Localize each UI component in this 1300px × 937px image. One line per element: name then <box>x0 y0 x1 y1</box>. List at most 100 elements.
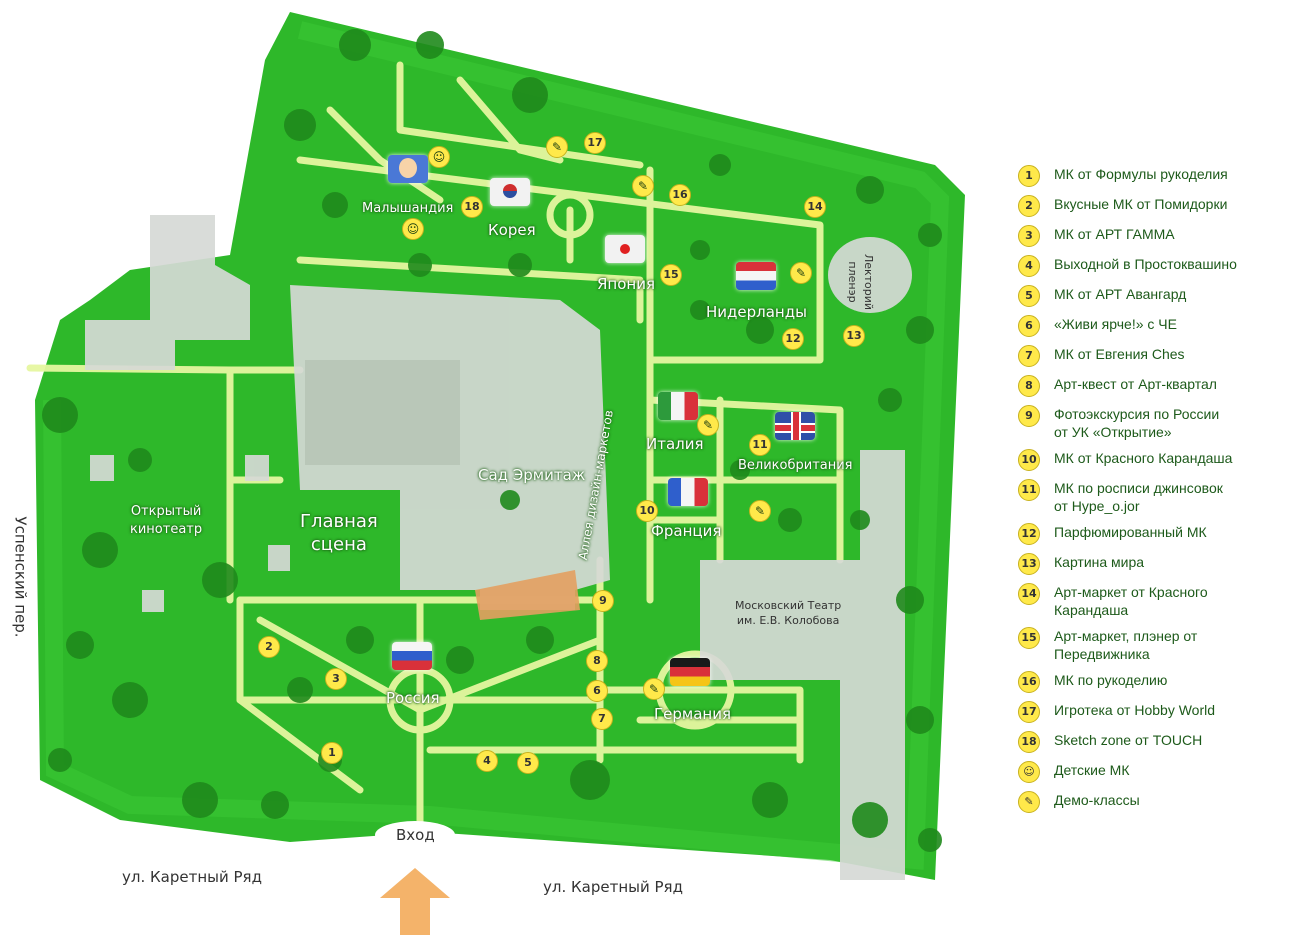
legend-marker: 16 <box>1018 671 1040 693</box>
map-marker-16[interactable]: 16 <box>669 184 691 206</box>
legend-label: Детские МК <box>1054 762 1130 778</box>
smiley-icon[interactable]: ☺ <box>428 146 450 168</box>
italy-flag-icon <box>658 392 698 420</box>
legend-label: Картина мира <box>1054 554 1145 570</box>
place-label-otkrytyi-kinoteatr: Открытый кинотеатр <box>130 504 203 537</box>
place-label-yaponiya: Япония <box>597 275 655 293</box>
map-marker-15[interactable]: 15 <box>660 264 682 286</box>
map-marker-7[interactable]: 7 <box>591 708 613 730</box>
brush-icon: ✎ <box>1018 791 1040 813</box>
place-label-glavnaya-scena: Главная сцена <box>300 511 378 555</box>
legend-marker: 17 <box>1018 701 1040 723</box>
legend-item: 12 Парфюмированный МК <box>1018 523 1298 545</box>
map-marker-8[interactable]: 8 <box>586 650 608 672</box>
legend-marker: 7 <box>1018 345 1040 367</box>
legend-item: 9 Фотоэкскурсия по России от УК «Открытие… <box>1018 405 1298 441</box>
map-marker-2[interactable]: 2 <box>258 636 280 658</box>
map-marker-1[interactable]: 1 <box>321 742 343 764</box>
place-label-niderlandy: Нидерланды <box>706 303 807 321</box>
legend-marker: 12 <box>1018 523 1040 545</box>
legend-item: 2 Вкусные МК от Помидорки <box>1018 195 1298 217</box>
map-marker-17[interactable]: 17 <box>584 132 606 154</box>
legend-label: Парфюмированный МК <box>1054 524 1207 540</box>
legend-label: «Живи ярче!» с ЧЕ <box>1054 316 1177 332</box>
map-marker-3[interactable]: 3 <box>325 668 347 690</box>
smiley-icon[interactable]: ☺ <box>402 218 424 240</box>
map-marker-14[interactable]: 14 <box>804 196 826 218</box>
legend-label: МК по рукоделию <box>1054 672 1168 688</box>
street-label-karetny-right: ул. Каретный Ряд <box>543 878 683 896</box>
netherlands-flag-icon <box>736 262 776 290</box>
map-marker-9[interactable]: 9 <box>592 590 614 612</box>
legend-label: Арт-маркет, плэнер от Передвижника <box>1054 628 1198 662</box>
place-label-sad-ermitazh: Сад Эрмитаж <box>478 466 586 484</box>
entrance-gate <box>375 821 455 849</box>
legend-label: Фотоэкскурсия по России от УК «Открытие» <box>1054 406 1220 440</box>
legend-item: 16 МК по рукоделию <box>1018 671 1298 693</box>
legend-marker: 13 <box>1018 553 1040 575</box>
smiley-icon: ☺ <box>1018 761 1040 783</box>
legend-label: МК по росписи джинсовок от Hype_o.jor <box>1054 480 1223 514</box>
legend-item: 7 МК от Евгения Ches <box>1018 345 1298 367</box>
legend-marker: 8 <box>1018 375 1040 397</box>
park-ground-shade <box>43 21 950 870</box>
legend-label: МК от Евгения Ches <box>1054 346 1185 362</box>
map-marker-6[interactable]: 6 <box>586 680 608 702</box>
map-marker-4[interactable]: 4 <box>476 750 498 772</box>
legend-marker: 9 <box>1018 405 1040 427</box>
brush-icon[interactable]: ✎ <box>643 678 665 700</box>
legend-item: 3 МК от АРТ ГАММА <box>1018 225 1298 247</box>
legend-item: 15 Арт-маркет, плэнер от Передвижника <box>1018 627 1298 663</box>
legend-marker: 15 <box>1018 627 1040 649</box>
legend-marker: 11 <box>1018 479 1040 501</box>
map-marker-18[interactable]: 18 <box>461 196 483 218</box>
place-label-italiya: Италия <box>646 435 704 453</box>
map-marker-12[interactable]: 12 <box>782 328 804 350</box>
legend-label: МК от АРТ Авангард <box>1054 286 1187 302</box>
place-label-germaniya: Германия <box>654 705 731 723</box>
park-map: Сад Эрмитаж Главная сцена Открытый кинот… <box>11 12 965 935</box>
map-marker-11[interactable]: 11 <box>749 434 771 456</box>
entrance-arrow-icon <box>380 868 450 935</box>
place-label-rossiya: Россия <box>386 689 440 707</box>
street-label-karetny-left: ул. Каретный Ряд <box>122 868 262 886</box>
legend-marker: 6 <box>1018 315 1040 337</box>
legend-marker: 18 <box>1018 731 1040 753</box>
legend-item: ☺ Детские МК <box>1018 761 1298 783</box>
street-label-uspenskiy: Успенский пер. <box>11 516 30 638</box>
place-label-lektoriy: Лекторий пленэр <box>846 253 876 311</box>
legend-marker: 5 <box>1018 285 1040 307</box>
legend-marker: 2 <box>1018 195 1040 217</box>
legend-label: МК от Красного Карандаша <box>1054 450 1233 466</box>
legend-marker: 14 <box>1018 583 1040 605</box>
brush-icon[interactable]: ✎ <box>749 500 771 522</box>
legend-label: МК от АРТ ГАММА <box>1054 226 1175 242</box>
map-marker-5[interactable]: 5 <box>517 752 539 774</box>
place-label-franciya: Франция <box>651 522 722 540</box>
place-label-koreya: Корея <box>488 221 536 239</box>
legend-item: 13 Картина мира <box>1018 553 1298 575</box>
brush-icon[interactable]: ✎ <box>697 414 719 436</box>
germany-flag-icon <box>670 658 710 686</box>
legend-item: 5 МК от АРТ Авангард <box>1018 285 1298 307</box>
place-label-teatr: Московский Театр им. Е.В. Колобова <box>735 599 842 627</box>
brush-icon[interactable]: ✎ <box>632 175 654 197</box>
map-marker-13[interactable]: 13 <box>843 325 865 347</box>
russia-flag-icon <box>392 642 432 670</box>
legend-item: ✎Демо-классы <box>1018 791 1298 813</box>
legend-item: 17 Игротека от Hobby World <box>1018 701 1298 723</box>
legend-marker: 4 <box>1018 255 1040 277</box>
brush-icon[interactable]: ✎ <box>546 136 568 158</box>
legend-label: Вкусные МК от Помидорки <box>1054 196 1228 212</box>
map-marker-10[interactable]: 10 <box>636 500 658 522</box>
legend-marker: 3 <box>1018 225 1040 247</box>
park-map-graphic <box>26 12 965 935</box>
legend-label: Игротека от Hobby World <box>1054 702 1216 718</box>
brush-icon[interactable]: ✎ <box>790 262 812 284</box>
